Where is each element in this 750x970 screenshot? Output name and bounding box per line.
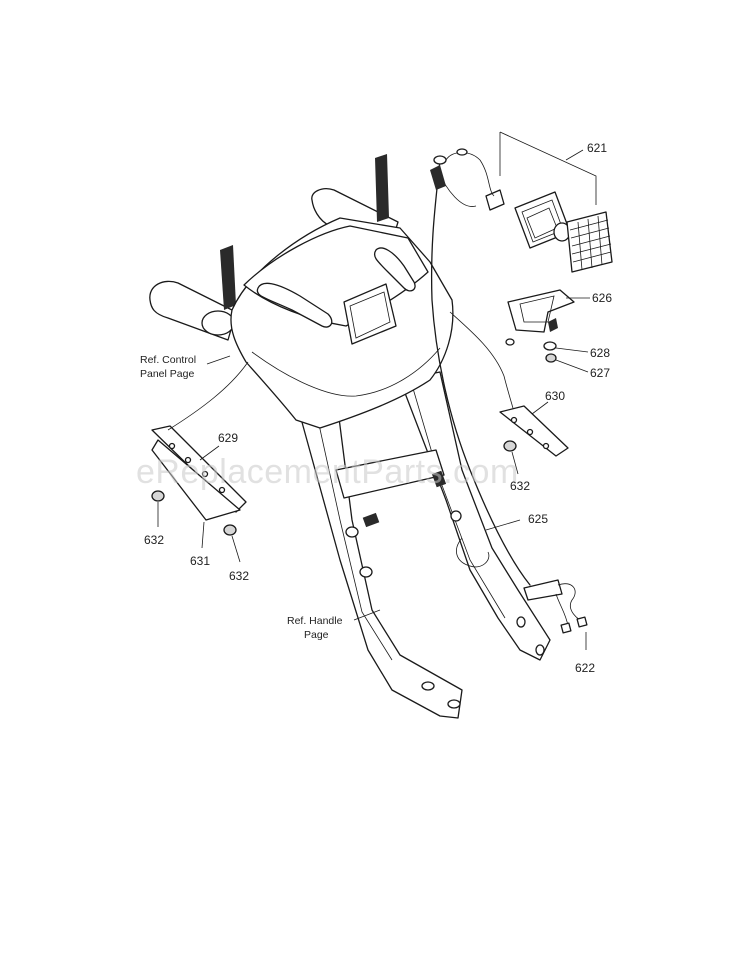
part-label-628: 628 (590, 346, 610, 360)
part-label-626: 626 (592, 291, 612, 305)
watermark-text: eReplacementParts.com (136, 453, 519, 491)
left-side-plate (151, 361, 249, 563)
part-label-631: 631 (190, 554, 210, 568)
part-label-621: 621 (587, 141, 607, 155)
part-label-632-left-a: 632 (144, 533, 164, 547)
control-panel-housing (149, 154, 454, 429)
ref-handle-label-line2: Page (304, 629, 329, 641)
ref-control-panel-label-line1: Ref. Control (140, 354, 196, 366)
handle-frame (299, 371, 551, 719)
part-label-622: 622 (575, 661, 595, 675)
part-label-625: 625 (528, 512, 548, 526)
part-label-632-right: 632 (510, 479, 530, 493)
ref-control-panel-label-line2: Panel Page (140, 368, 194, 380)
right-side-plate (499, 401, 569, 475)
headlight-assembly (485, 131, 613, 363)
ref-handle-label-line1: Ref. Handle (287, 615, 343, 627)
part-label-632-left-b: 632 (229, 569, 249, 583)
part-label-629: 629 (218, 431, 238, 445)
label-leader-lines (206, 297, 590, 650)
part-label-627: 627 (590, 366, 610, 380)
part-label-630: 630 (545, 389, 565, 403)
wiring-harness (430, 148, 588, 634)
